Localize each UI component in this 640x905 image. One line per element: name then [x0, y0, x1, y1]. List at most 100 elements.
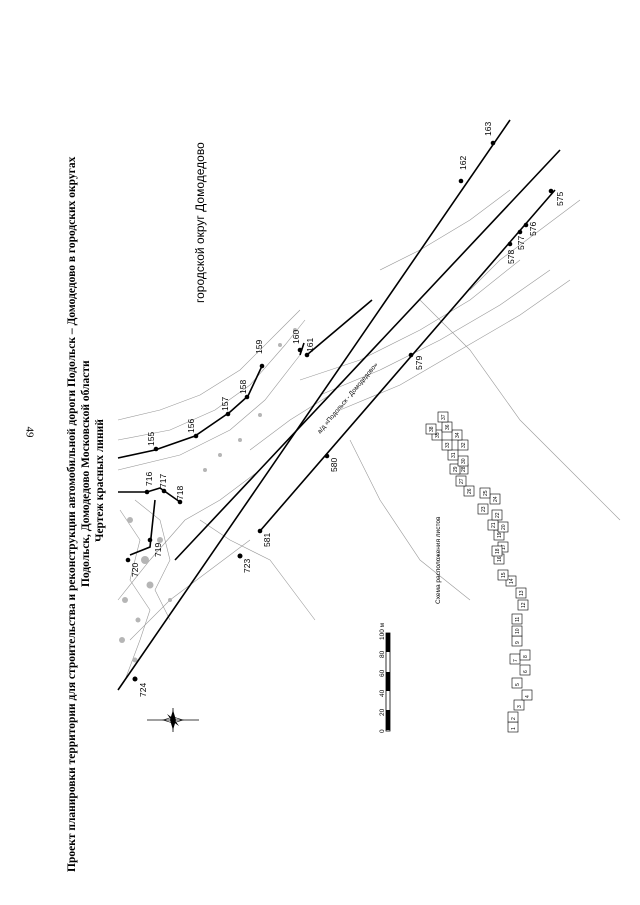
- label-578: 578: [506, 250, 516, 264]
- point-162: [458, 178, 464, 184]
- sheet-label-7: 7: [513, 659, 519, 662]
- sheet-box-30: [457, 455, 469, 467]
- sheet-box-24: [489, 493, 501, 505]
- sheet-label-8: 8: [523, 655, 529, 658]
- sheet-label-21: 21: [491, 522, 497, 528]
- sheet-label-34: 34: [455, 432, 461, 438]
- sheet-box-3: [513, 699, 525, 711]
- point-718: [177, 499, 183, 505]
- sheet-box-15: [497, 569, 509, 581]
- red-lines: [117, 119, 561, 691]
- sheet-label-28: 28: [461, 466, 467, 472]
- sheet-label-15: 15: [501, 572, 507, 578]
- scale-tick-3: 60: [379, 669, 386, 677]
- label-158: 158: [238, 380, 248, 394]
- scale-bar: 0 20 40 60 80 100 м: [379, 622, 391, 733]
- sheet-box-38: [425, 423, 437, 435]
- label-159: 159: [254, 340, 264, 354]
- sheet-label-24: 24: [493, 496, 499, 502]
- point-labels: 724 723 720 719 718 717 716 155 156 157 …: [130, 122, 565, 697]
- sheet-label-18: 18: [495, 548, 501, 554]
- point-159: [259, 363, 265, 369]
- sheet-label-36: 36: [445, 424, 451, 430]
- scale-tick-1: 20: [379, 708, 386, 716]
- label-157: 157: [220, 397, 230, 411]
- sheet-box-8: [519, 649, 531, 661]
- sheet-box-32: [457, 439, 469, 451]
- point-580: [324, 453, 330, 459]
- label-719: 719: [153, 543, 163, 557]
- sheet-box-29: [449, 463, 461, 475]
- point-160: [297, 347, 303, 353]
- sheet-box-11: [511, 613, 523, 625]
- title-line-2: Подольск, Домодедово Московской области: [80, 360, 92, 587]
- point-576: [523, 222, 529, 228]
- terrain-dots: [119, 328, 297, 663]
- sheet-box-13: [515, 587, 527, 599]
- point-578: [507, 241, 513, 247]
- label-161: 161: [305, 338, 315, 352]
- label-581: 581: [262, 533, 272, 547]
- point-156: [193, 433, 199, 439]
- sheet-box-12: [517, 599, 529, 611]
- sheet-label-35: 35: [435, 432, 441, 438]
- sheet-box-5: [511, 677, 523, 689]
- sheet-box-18: [491, 545, 503, 557]
- sheet-label-19: 19: [497, 532, 503, 538]
- sheet-label-37: 37: [441, 414, 447, 420]
- sheet-label-12: 12: [521, 602, 527, 608]
- point-579: [408, 352, 414, 358]
- point-581: [257, 528, 263, 534]
- sheet-box-14: [505, 575, 517, 587]
- sheet-label-23: 23: [481, 506, 487, 512]
- sheet-label-4: 4: [525, 695, 531, 698]
- sheet-label-10: 10: [515, 628, 521, 634]
- sheet-label-32: 32: [461, 442, 467, 448]
- sheet-label-1: 1: [511, 727, 517, 730]
- sheet-box-34: [451, 429, 463, 441]
- sheet-label-11: 11: [515, 617, 521, 622]
- label-575: 575: [555, 192, 565, 206]
- sheet-label-27: 27: [459, 478, 465, 484]
- sheet-label-29: 29: [453, 466, 459, 472]
- sheet-box-6: [519, 664, 531, 676]
- label-160: 160: [291, 330, 301, 344]
- label-720: 720: [130, 563, 140, 577]
- title-block: Проект планировки территории для строите…: [66, 156, 106, 872]
- sheet-label-26: 26: [467, 488, 473, 494]
- sheet-label-16: 16: [497, 556, 503, 562]
- point-155: [153, 446, 159, 452]
- sheet-label-20: 20: [501, 524, 507, 530]
- sheet-label-9: 9: [515, 641, 521, 644]
- sheet-label-22: 22: [495, 512, 501, 518]
- sheet-box-26: [463, 485, 475, 497]
- sheet-label-14: 14: [509, 578, 515, 584]
- point-724: [132, 676, 138, 682]
- sheet-box-35: [431, 429, 443, 441]
- point-716: [144, 489, 150, 495]
- label-156: 156: [186, 419, 196, 433]
- label-576: 576: [528, 222, 538, 236]
- sheet-label-38: 38: [429, 426, 435, 432]
- label-162: 162: [458, 156, 468, 170]
- point-717: [161, 488, 167, 494]
- sheet-box-33: [441, 439, 453, 451]
- label-580: 580: [329, 458, 339, 472]
- sheet-box-31: [447, 449, 459, 461]
- sheet-label-31: 31: [451, 452, 457, 458]
- district-label: городской округ Домодедово: [193, 142, 207, 303]
- sheet-label-5: 5: [515, 683, 521, 686]
- label-716: 716: [144, 472, 154, 486]
- label-724: 724: [138, 683, 148, 697]
- label-155: 155: [146, 432, 156, 446]
- label-718: 718: [175, 486, 185, 500]
- sheet-box-25: [479, 487, 491, 499]
- scale-tick-2: 40: [379, 689, 386, 697]
- sheet-label-13: 13: [519, 590, 525, 596]
- sheet-label-17: 17: [501, 544, 507, 550]
- sheet-label-33: 33: [445, 442, 451, 448]
- sheet-index-scheme: 1234567891011121314151617181920212223242…: [425, 411, 533, 733]
- sheet-label-30: 30: [461, 458, 467, 464]
- label-717: 717: [158, 474, 168, 488]
- compass-icon: [147, 708, 199, 732]
